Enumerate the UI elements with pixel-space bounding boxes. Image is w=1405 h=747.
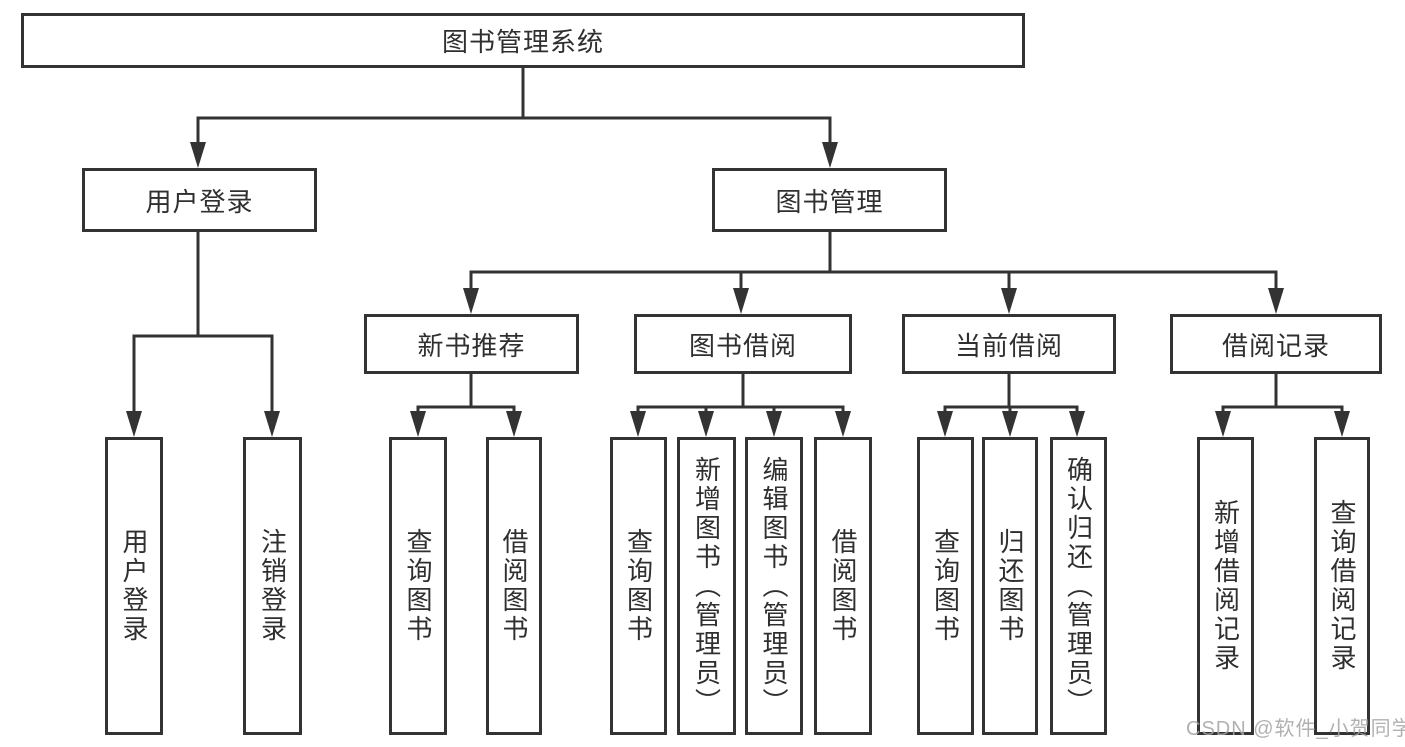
leaf-br-query-record-label: 查询借阅记录 <box>1327 499 1357 673</box>
leaf-br-add-record-label: 新增借阅记录 <box>1210 499 1241 673</box>
leaf-bb-add-books-admin-label: 新增图书（管理员） <box>691 455 722 717</box>
leaf-nb-borrow-books-label: 借阅图书 <box>499 528 529 644</box>
leaf-cb-confirm-return-admin-label: 确认归还（管理员） <box>1063 455 1094 717</box>
leaf-nb-query-books: 查询图书 <box>389 437 447 735</box>
leaf-bb-borrow-books-label: 借阅图书 <box>828 528 858 644</box>
node-root: 图书管理系统 <box>21 13 1025 68</box>
leaf-br-add-record: 新增借阅记录 <box>1197 437 1254 735</box>
leaf-bb-edit-books-admin: 编辑图书（管理员） <box>745 437 803 735</box>
leaf-cb-return-books-label: 归还图书 <box>995 528 1025 644</box>
leaf-bb-query-books-label: 查询图书 <box>623 528 654 644</box>
leaf-cb-confirm-return-admin: 确认归还（管理员） <box>1050 437 1107 735</box>
leaf-br-query-record: 查询借阅记录 <box>1314 437 1370 735</box>
leaf-cb-return-books: 归还图书 <box>982 437 1038 735</box>
node-new-book-recommendation: 新书推荐 <box>364 314 579 374</box>
leaf-logout-label: 注销登录 <box>257 528 288 644</box>
node-user-login: 用户登录 <box>82 168 317 232</box>
node-new-book-recommendation-label: 新书推荐 <box>417 330 526 361</box>
leaf-cb-query-books-label: 查询图书 <box>930 528 961 644</box>
leaf-bb-borrow-books: 借阅图书 <box>814 437 872 735</box>
leaf-cb-query-books: 查询图书 <box>917 437 974 735</box>
leaf-user-login-label: 用户登录 <box>119 528 149 644</box>
node-book-management-label: 图书管理 <box>775 186 884 217</box>
csdn-watermark: CSDN @软件_小贺同学 <box>1186 718 1405 740</box>
node-book-borrowing: 图书借阅 <box>634 314 852 374</box>
node-current-borrowing: 当前借阅 <box>902 314 1116 374</box>
leaf-nb-query-books-label: 查询图书 <box>403 528 433 644</box>
node-current-borrowing-label: 当前借阅 <box>954 330 1063 361</box>
node-borrowing-records: 借阅记录 <box>1170 314 1382 374</box>
leaf-user-login: 用户登录 <box>105 437 163 735</box>
leaf-bb-edit-books-admin-label: 编辑图书（管理员） <box>759 455 789 717</box>
leaf-bb-query-books: 查询图书 <box>610 437 667 735</box>
node-user-login-label: 用户登录 <box>145 186 254 217</box>
node-root-label: 图书管理系统 <box>441 27 604 57</box>
leaf-nb-borrow-books: 借阅图书 <box>486 437 542 735</box>
node-book-borrowing-label: 图书借阅 <box>688 330 797 361</box>
leaf-bb-add-books-admin: 新增图书（管理员） <box>677 437 736 735</box>
leaf-logout: 注销登录 <box>243 437 302 735</box>
node-borrowing-records-label: 借阅记录 <box>1221 330 1330 361</box>
node-book-management: 图书管理 <box>712 168 947 232</box>
